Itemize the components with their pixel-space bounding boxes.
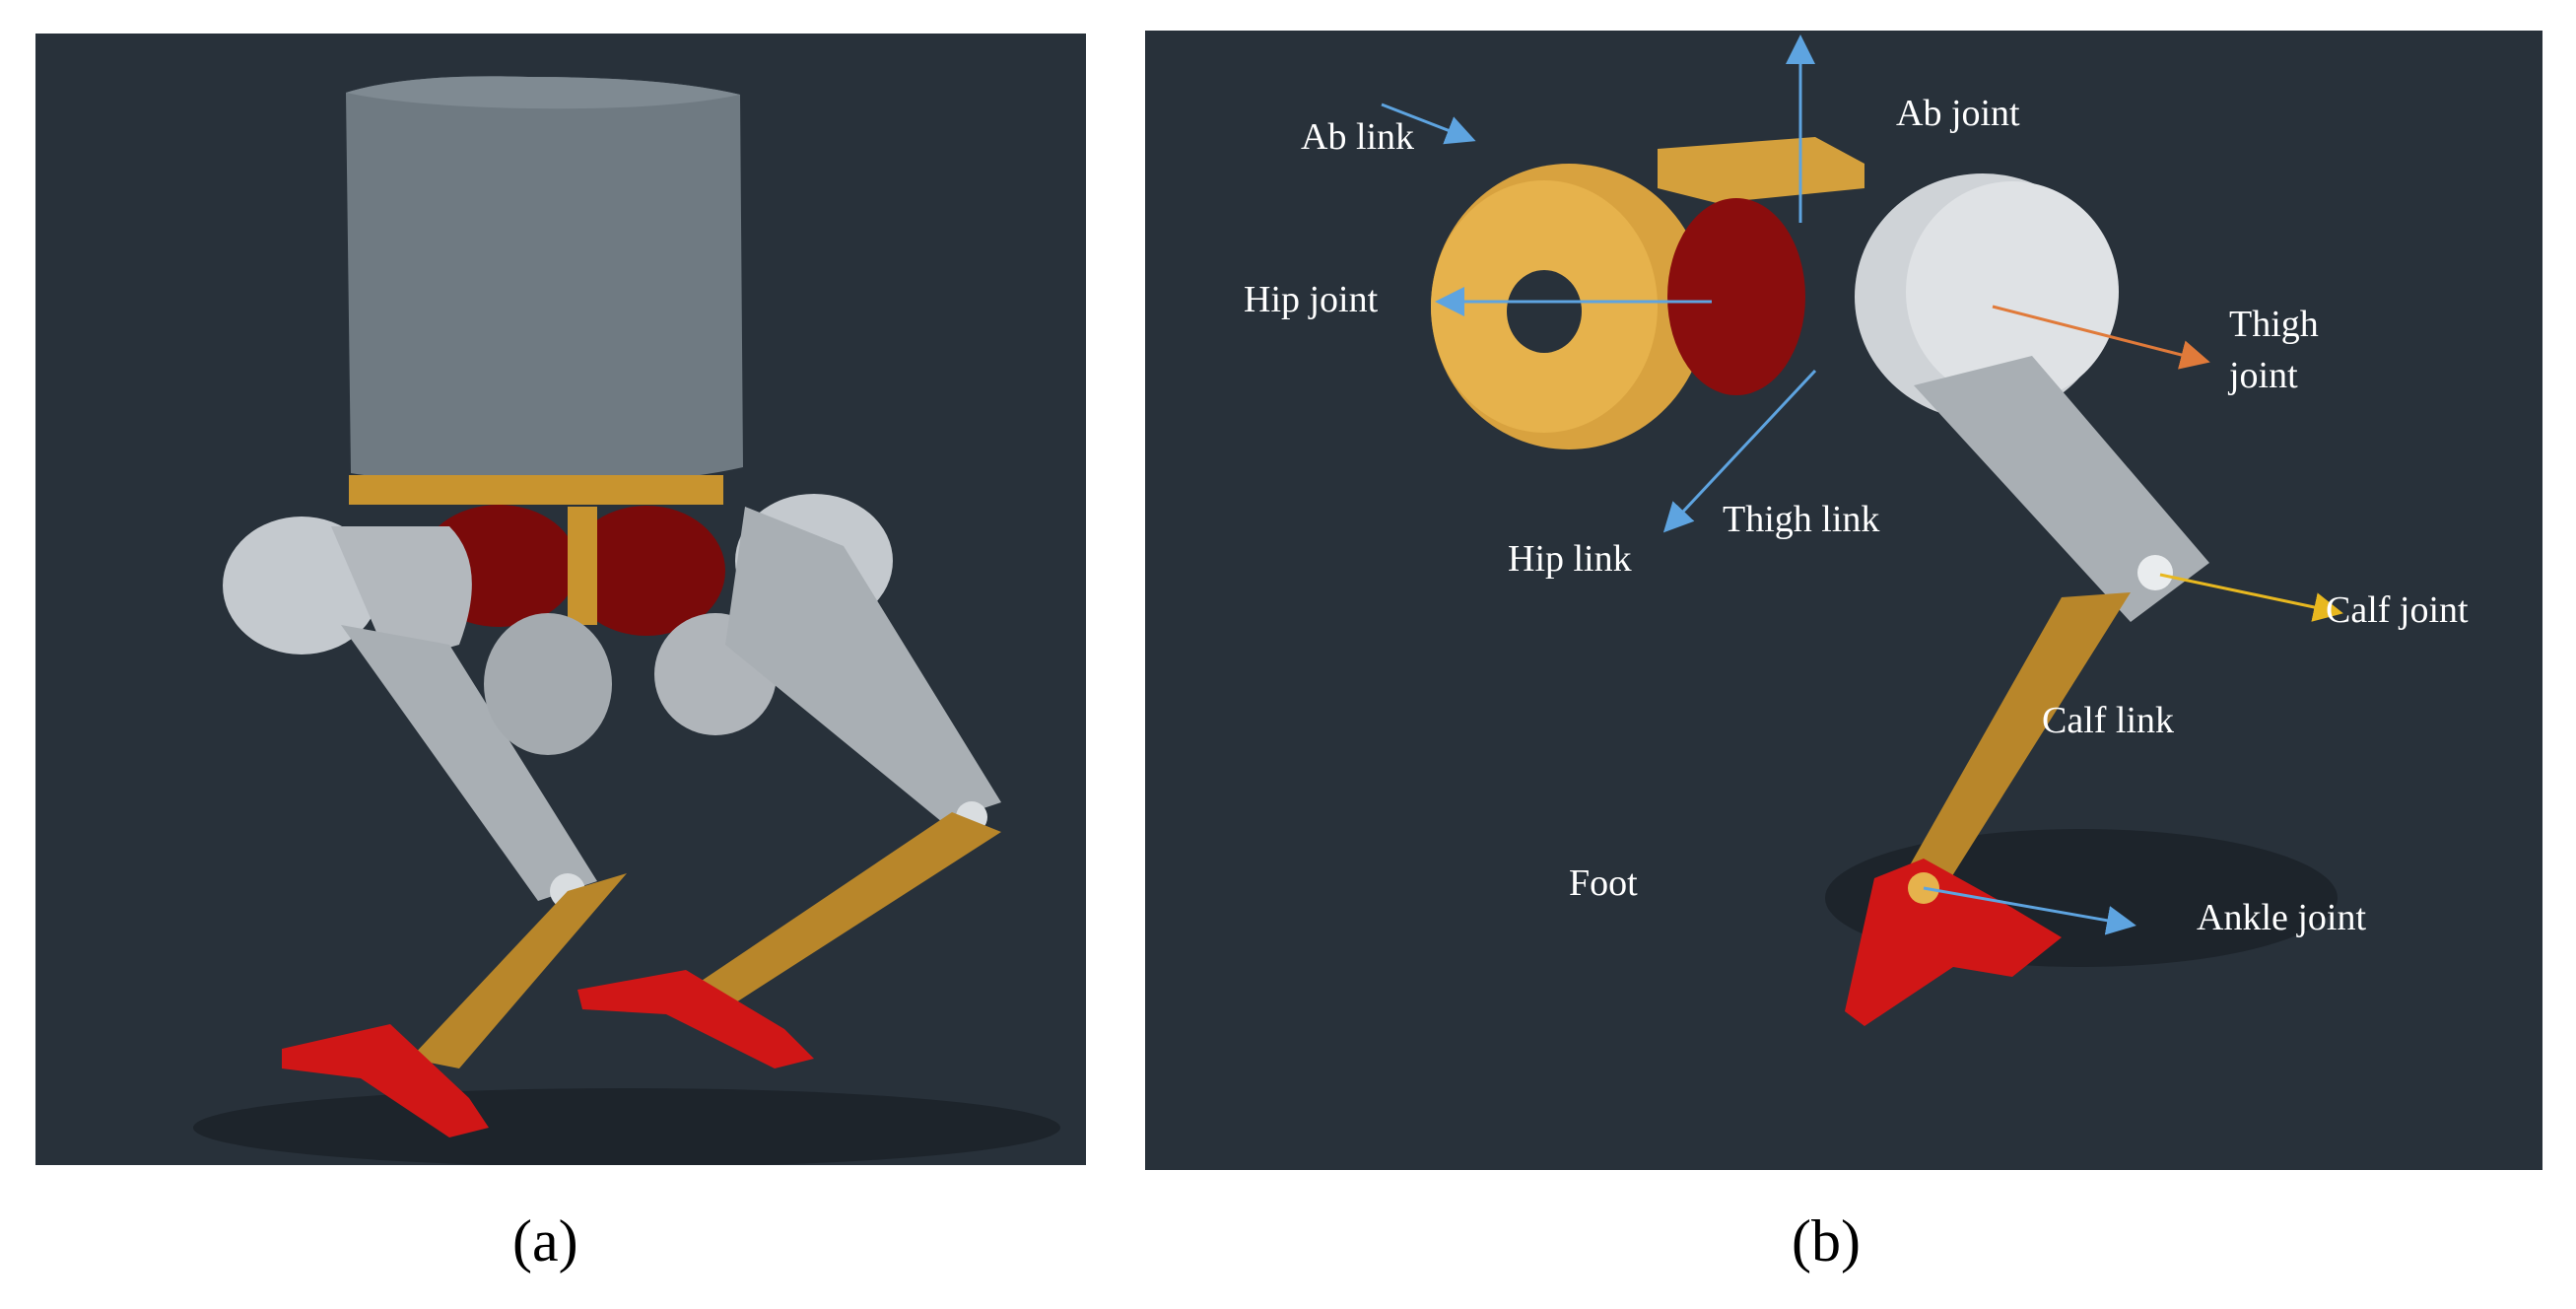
- ab-link-arrow: [1381, 103, 1476, 145]
- body-cylinder-top: [346, 76, 740, 109]
- center-bracket: [568, 507, 597, 625]
- hip-plate: [349, 475, 723, 505]
- calf-joint-arrow: [2159, 573, 2343, 622]
- thigh-joint-arrow: [1992, 305, 2210, 370]
- label-foot: Foot: [1569, 862, 1638, 904]
- right-thigh-link: [725, 507, 1001, 822]
- label-ab-joint: Ab joint: [1896, 93, 2020, 134]
- label-calf-link: Calf link: [2042, 700, 2174, 741]
- thigh-red-motor: [1667, 198, 1805, 395]
- right-hip-motor: [568, 506, 725, 636]
- caption-b: (b): [1792, 1208, 1861, 1274]
- label-thigh-joint-line1: Thigh: [2229, 304, 2319, 345]
- body-cylinder: [346, 76, 743, 485]
- label-ab-link: Ab link: [1301, 116, 1414, 158]
- label-ankle-joint: Ankle joint: [2197, 897, 2366, 938]
- label-thigh-joint-line2: joint: [2227, 355, 2298, 396]
- hip-link-arrow: [1662, 369, 1817, 533]
- biped-robot-illustration: [193, 76, 1060, 1165]
- label-hip-link: Hip link: [1508, 538, 1632, 580]
- right-calf-link: [681, 812, 1001, 1009]
- thigh-motor-face: [1906, 181, 2119, 402]
- calf-link-bar: [1894, 592, 2131, 898]
- label-calf-joint: Calf joint: [2326, 589, 2469, 631]
- label-hip-joint: Hip joint: [1244, 279, 1379, 320]
- left-calf-link: [410, 873, 627, 1068]
- calf-joint-knob: [2137, 555, 2173, 590]
- left-thigh-motor: [223, 517, 380, 654]
- foot-part: [1845, 859, 2062, 1026]
- left-thigh-link: [341, 625, 597, 901]
- ground-shadow: [193, 1088, 1060, 1165]
- left-foot: [282, 1024, 489, 1137]
- leg-annotated-illustration: Ab link Ab joint Hip joint Thigh joint T…: [1244, 34, 2469, 1026]
- ankle-joint-arrow: [1923, 886, 2136, 935]
- label-thigh-link: Thigh link: [1723, 499, 1879, 540]
- left-thigh-housing: [331, 526, 472, 664]
- caption-a: (a): [512, 1208, 578, 1274]
- right-foot: [577, 970, 814, 1068]
- panel-b-leg-diagram: Ab link Ab joint Hip joint Thigh joint T…: [1145, 31, 2542, 1170]
- panel-a-robot-render: [35, 34, 1086, 1165]
- thigh-link-plate: [1914, 356, 2209, 622]
- ab-link-bracket: [1658, 137, 1864, 203]
- left-knee-motor: [484, 613, 612, 755]
- hip-motor-hole: [1507, 270, 1582, 353]
